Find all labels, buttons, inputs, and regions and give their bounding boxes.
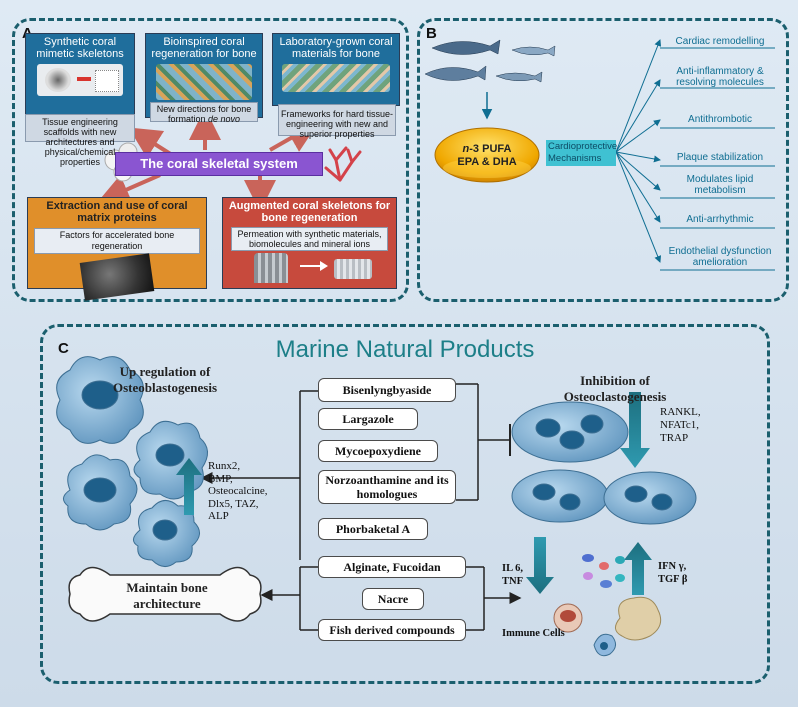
synthetic-coral-desc: Tissue engineering scaffolds with new ar… [25, 114, 135, 167]
inhibition-line2: Osteoclastogenesis [563, 389, 667, 404]
compound-bisenlyngbyaside: Bisenlyngbyaside [318, 378, 456, 402]
marker-ifn-gamma: IFN γ, [658, 561, 687, 572]
marker-il6: IL 6, [502, 563, 524, 574]
compound-nacre: Nacre [362, 588, 424, 610]
coral-scaffold-image [37, 64, 123, 96]
marker-alp: ALP [208, 510, 229, 522]
inhibition-down-arrow [620, 392, 650, 468]
bioinspired-desc-italic: de novo [208, 114, 241, 124]
mechanism-underlines [660, 47, 775, 271]
marker-rankl: RANKL, [660, 406, 701, 418]
extraction-title: Extraction and use of coral matrix prote… [46, 200, 188, 224]
omega3-epa-dha: EPA & DHA [457, 156, 517, 168]
compound-alginate-fucoidan: Alginate, Fucoidan [318, 556, 466, 578]
inhibition-heading: Inhibition of Osteoclastogenesis [540, 373, 690, 405]
cardioprotective-mechanisms: Cardioprotective Mechanisms [546, 140, 618, 166]
mech-anti-inflammatory: Anti-inflammatory & resolving molecules [676, 66, 764, 88]
mech-antithrombotic: Antithrombotic [688, 114, 752, 125]
mechanism-connectors [615, 39, 662, 263]
immune-down-arrow [526, 537, 554, 594]
panel-a [12, 18, 409, 302]
coral-skeletal-system: The coral skeletal system [115, 152, 323, 176]
mech-plaque-stabilization: Plaque stabilization [676, 152, 764, 163]
augmented-coral-box: Augmented coral skeletons for bone regen… [222, 197, 397, 289]
upregulation-arrow [176, 458, 202, 515]
cytokine-dots [582, 554, 625, 588]
extraction-desc: Factors for accelerated bone regeneratio… [34, 228, 200, 254]
osteoclast-cells [511, 401, 697, 525]
bioinspired-coral-desc: New directions for bone formation de nov… [150, 102, 258, 124]
inhibition-line1: Inhibition of [580, 373, 650, 388]
coral-skeletal-system-label: The coral skeletal system [140, 156, 298, 171]
panel-c [40, 324, 770, 684]
marker-osteocalcine: Osteocalcine, [208, 485, 268, 497]
synthetic-coral-title: Synthetic coral mimetic skeletons [36, 36, 124, 60]
upregulation-line1: Up regulation of [119, 364, 211, 379]
lab-grown-coral-title: Laboratory-grown coral materials for bon… [279, 36, 393, 60]
panel-c-connectors [200, 383, 522, 631]
compound-norzoanthamine: Norzoanthamine and its homologues [318, 470, 456, 504]
upregulation-heading: Up regulation of Osteoblastogenesis [95, 364, 235, 396]
compound-mycoepoxydiene: Mycoepoxydiene [318, 440, 438, 462]
augmented-coral-image [240, 253, 380, 283]
omega3-n: n [462, 143, 470, 155]
panel-a-arrows [97, 108, 319, 212]
marker-dlx5-taz: Dlx5, TAZ, [208, 497, 259, 510]
mech-endothelial: Endothelial dysfunction amelioration [668, 246, 772, 268]
compound-largazole: Largazole [318, 408, 418, 430]
immune-cells-label: Immune Cells [502, 628, 565, 639]
omega3-capsule [434, 127, 540, 183]
fish-icons [424, 39, 556, 83]
mech-cardiac-remodelling: Cardiac remodelling [675, 36, 765, 47]
lab-coral-image [282, 64, 390, 92]
coral-pink-icon [324, 146, 362, 182]
upregulation-line2: Osteoblastogenesis [113, 380, 217, 395]
mech-anti-arrhythmic: Anti-arrhythmic [686, 214, 754, 225]
compound-phorbaketal-a: Phorbaketal A [318, 518, 428, 540]
immune-up-arrow [624, 542, 652, 595]
marker-trap: TRAP [660, 432, 689, 444]
augmented-coral-desc: Permeation with synthetic materials, bio… [231, 227, 388, 251]
marker-bmp: BMP, [208, 472, 233, 485]
immune-up-markers: IFN γ, TGF β [658, 560, 687, 586]
augmented-coral-title: Augmented coral skeletons for bone regen… [228, 200, 391, 224]
panel-c-title: Marine Natural Products [275, 336, 535, 363]
bone-icon [68, 566, 262, 622]
immune-down-markers: IL 6, TNF [502, 562, 523, 588]
omega3-capsule-label: n-3 PUFA EPA & DHA [447, 143, 527, 169]
panel-b-label: B [426, 25, 437, 42]
lab-grown-coral-box: Laboratory-grown coral materials for bon… [272, 33, 400, 106]
lab-grown-coral-desc: Frameworks for hard tissue-engineering w… [278, 104, 396, 139]
panel-b [417, 18, 789, 302]
bioinspired-desc-line2: formation [167, 114, 208, 124]
marker-tnf: TNF [502, 576, 523, 587]
osteoblast-cells [56, 356, 208, 567]
bioinspired-desc-line1: New directions for bone [156, 104, 252, 114]
immune-cells-icon [553, 596, 662, 657]
marker-nfatc1: NFATc1, [660, 419, 700, 431]
panel-c-label: C [58, 340, 69, 357]
synthetic-coral-box: Synthetic coral mimetic skeletons [25, 33, 135, 118]
extraction-box: Extraction and use of coral matrix prote… [27, 197, 207, 301]
omega3-pufa: -3 PUFA [469, 143, 512, 155]
bone-label: Maintain bone architecture [126, 580, 208, 611]
marker-runx2: Runx2, [208, 460, 241, 472]
bioinspired-coral-title: Bioinspired coral regeneration for bone [151, 36, 257, 60]
compound-fish-derived: Fish derived compounds [318, 619, 466, 641]
mech-lipid-metabolism: Modulates lipid metabolism [686, 174, 754, 196]
coral-reef-image [156, 64, 252, 100]
upregulation-markers: Runx2, BMP, Osteocalcine, Dlx5, TAZ, ALP [208, 460, 268, 523]
inhibition-markers: RANKL, NFATc1, TRAP [660, 406, 701, 445]
marker-tgf-beta: TGF β [658, 574, 688, 585]
